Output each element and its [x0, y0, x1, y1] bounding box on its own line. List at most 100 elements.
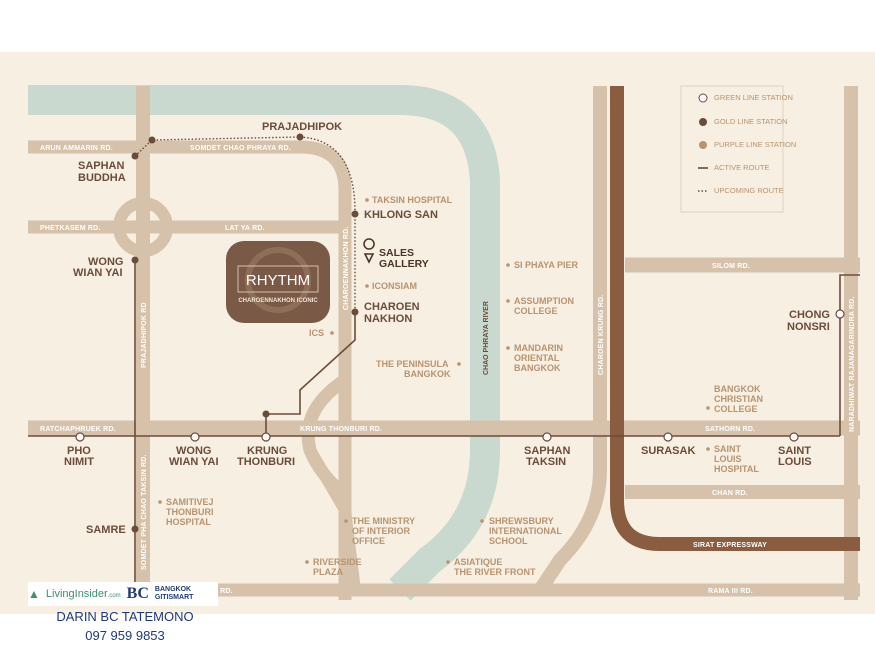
svg-text:PHETKASEM RD.: PHETKASEM RD.: [40, 225, 101, 232]
station-labels: PRAJADHIPOK SAPHAN BUDDHA KHLONG SAN WON…: [64, 121, 830, 536]
svg-text:THONBURI: THONBURI: [166, 507, 214, 517]
svg-text:ORIENTAL: ORIENTAL: [514, 353, 560, 363]
project-name: RHYTHM: [246, 272, 310, 289]
svg-text:PURPLE LINE STATION: PURPLE LINE STATION: [714, 140, 796, 149]
svg-text:HOSPITAL: HOSPITAL: [714, 464, 759, 474]
svg-text:BANGKOK: BANGKOK: [514, 363, 561, 373]
svg-text:CHAN RD.: CHAN RD.: [712, 490, 748, 497]
svg-text:NIMIT: NIMIT: [64, 456, 94, 468]
svg-text:LAT YA RD.: LAT YA RD.: [225, 225, 265, 232]
svg-text:ICONSIAM: ICONSIAM: [372, 281, 417, 291]
living-insider-icon: ▲: [28, 587, 40, 601]
svg-text:NONSRI: NONSRI: [787, 321, 830, 333]
svg-text:SCHOOL: SCHOOL: [489, 536, 528, 546]
svg-text:LOUIS: LOUIS: [778, 456, 812, 468]
svg-text:RIVERSIDE: RIVERSIDE: [313, 557, 362, 567]
svg-text:CHAROENNAKHON RD.: CHAROENNAKHON RD.: [343, 226, 350, 310]
poi-labels: TAKSIN HOSPITAL ICONSIAM ICS SI PHAYA PI…: [166, 195, 763, 577]
svg-text:PHO: PHO: [67, 445, 91, 457]
svg-text:WONG: WONG: [88, 256, 123, 268]
poi-markers: [158, 198, 710, 564]
sirat-expressway: [610, 86, 860, 551]
svg-text:ACTIVE ROUTE: ACTIVE ROUTE: [714, 163, 769, 172]
legend-gold-station-icon: [699, 118, 707, 126]
svg-text:PRAJADHIPOK RD: PRAJADHIPOK RD: [141, 302, 148, 368]
svg-text:SAPHAN: SAPHAN: [78, 160, 125, 172]
chao-phraya-river: [28, 85, 500, 601]
svg-text:KRUNG: KRUNG: [247, 445, 287, 457]
svg-text:SOMDET CHAO PHRAYA RD.: SOMDET CHAO PHRAYA RD.: [190, 145, 291, 152]
svg-text:CHONG: CHONG: [789, 309, 830, 321]
svg-text:SAINT: SAINT: [778, 445, 811, 457]
svg-text:SURASAK: SURASAK: [641, 445, 695, 457]
svg-text:WIAN YAI: WIAN YAI: [73, 267, 123, 279]
svg-text:SAINT: SAINT: [714, 444, 742, 454]
legend-green-station-icon: [698, 93, 708, 103]
svg-text:SAMRE: SAMRE: [86, 524, 126, 536]
svg-text:GREEN LINE STATION: GREEN LINE STATION: [714, 93, 793, 102]
svg-text:RAMA III RD.: RAMA III RD.: [708, 588, 753, 595]
svg-text:SIRAT EXPRESSWAY: SIRAT EXPRESSWAY: [693, 542, 767, 549]
svg-text:WIAN YAI: WIAN YAI: [169, 456, 219, 468]
active-route: [28, 258, 860, 600]
svg-text:ICS: ICS: [309, 328, 324, 338]
svg-text:NARADHIWAT RAJANAGARINDRA RD.: NARADHIWAT RAJANAGARINDRA RD.: [849, 296, 856, 432]
project-badge[interactable]: RHYTHM CHAROENNAKHON ICONIC: [226, 241, 330, 323]
svg-text:THONBURI: THONBURI: [237, 456, 295, 468]
svg-text:SAPHAN: SAPHAN: [524, 445, 571, 457]
svg-text:WONG: WONG: [176, 445, 211, 457]
svg-text:BANGKOK: BANGKOK: [714, 384, 761, 394]
svg-text:SATHORN RD.: SATHORN RD.: [705, 426, 755, 433]
svg-text:RATCHAPHRUEK RD.: RATCHAPHRUEK RD.: [40, 426, 116, 433]
sales-gallery[interactable]: SALES GALLERY: [363, 238, 429, 270]
svg-text:OFFICE: OFFICE: [352, 536, 385, 546]
svg-text:HOSPITAL: HOSPITAL: [166, 517, 211, 527]
svg-text:KHLONG SAN: KHLONG SAN: [364, 209, 438, 221]
svg-text:UPCOMING ROUTE: UPCOMING ROUTE: [714, 186, 784, 195]
svg-text:PLAZA: PLAZA: [313, 567, 343, 577]
svg-text:THE RIVER FRONT: THE RIVER FRONT: [454, 567, 536, 577]
project-subtitle: CHAROENNAKHON ICONIC: [238, 298, 318, 304]
svg-text:ASIATIQUE: ASIATIQUE: [454, 557, 502, 567]
svg-text:ASSUMPTION: ASSUMPTION: [514, 296, 574, 306]
location-pin-icon: [363, 238, 375, 264]
svg-text:TAKSIN HOSPITAL: TAKSIN HOSPITAL: [372, 195, 453, 205]
svg-text:NAKHON: NAKHON: [364, 313, 412, 325]
svg-text:SAMITIVEJ: SAMITIVEJ: [166, 497, 214, 507]
living-insider-logo: LivingInsider.com: [45, 588, 121, 600]
svg-text:ARUN AMMARIN RD.: ARUN AMMARIN RD.: [40, 145, 113, 152]
river-label: CHAO PHRAYA RIVER: [483, 301, 490, 375]
svg-text:MANDARIN: MANDARIN: [514, 343, 563, 353]
svg-text:THE MINISTRY: THE MINISTRY: [352, 516, 415, 526]
svg-text:INTERNATIONAL: INTERNATIONAL: [489, 526, 562, 536]
svg-text:BANGKOK: BANGKOK: [404, 369, 451, 379]
legend-purple-station-icon: [699, 141, 707, 149]
road-labels: ARUN AMMARIN RD. SOMDET CHAO PHRAYA RD. …: [40, 145, 856, 595]
svg-text:GOLD LINE STATION: GOLD LINE STATION: [714, 117, 787, 126]
svg-text:CHAROEN KRUNG RD.: CHAROEN KRUNG RD.: [598, 295, 605, 375]
bc-logo: BC: [126, 585, 149, 602]
svg-text:COLLEGE: COLLEGE: [714, 404, 758, 414]
footer-phone[interactable]: 097 959 9853: [85, 628, 165, 643]
svg-text:KRUNG THONBURI RD.: KRUNG THONBURI RD.: [300, 426, 382, 433]
sales-gallery-line-1: SALES: [379, 247, 414, 259]
svg-text:THE PENINSULA: THE PENINSULA: [376, 359, 449, 369]
svg-text:SOMDET PHA CHAO TAKSIN RD.: SOMDET PHA CHAO TAKSIN RD.: [141, 454, 148, 570]
svg-text:SHREWSBURY: SHREWSBURY: [489, 516, 554, 526]
svg-text:SI PHAYA PIER: SI PHAYA PIER: [514, 260, 579, 270]
svg-text:COLLEGE: COLLEGE: [514, 306, 558, 316]
legend: GREEN LINE STATION GOLD LINE STATION PUR…: [680, 85, 796, 213]
svg-text:BUDDHA: BUDDHA: [78, 172, 126, 184]
svg-text:LOUIS: LOUIS: [714, 454, 742, 464]
sales-gallery-line-2: GALLERY: [379, 258, 429, 270]
svg-text:PRAJADHIPOK: PRAJADHIPOK: [262, 121, 342, 133]
station-markers: [75, 133, 845, 533]
svg-text:OF INTERIOR: OF INTERIOR: [352, 526, 410, 536]
footer-company: DARIN BC TATEMONO: [56, 609, 194, 624]
svg-text:CHAROEN: CHAROEN: [364, 301, 420, 313]
svg-text:SILOM RD.: SILOM RD.: [712, 263, 750, 270]
svg-text:CHRISTIAN: CHRISTIAN: [714, 394, 763, 404]
